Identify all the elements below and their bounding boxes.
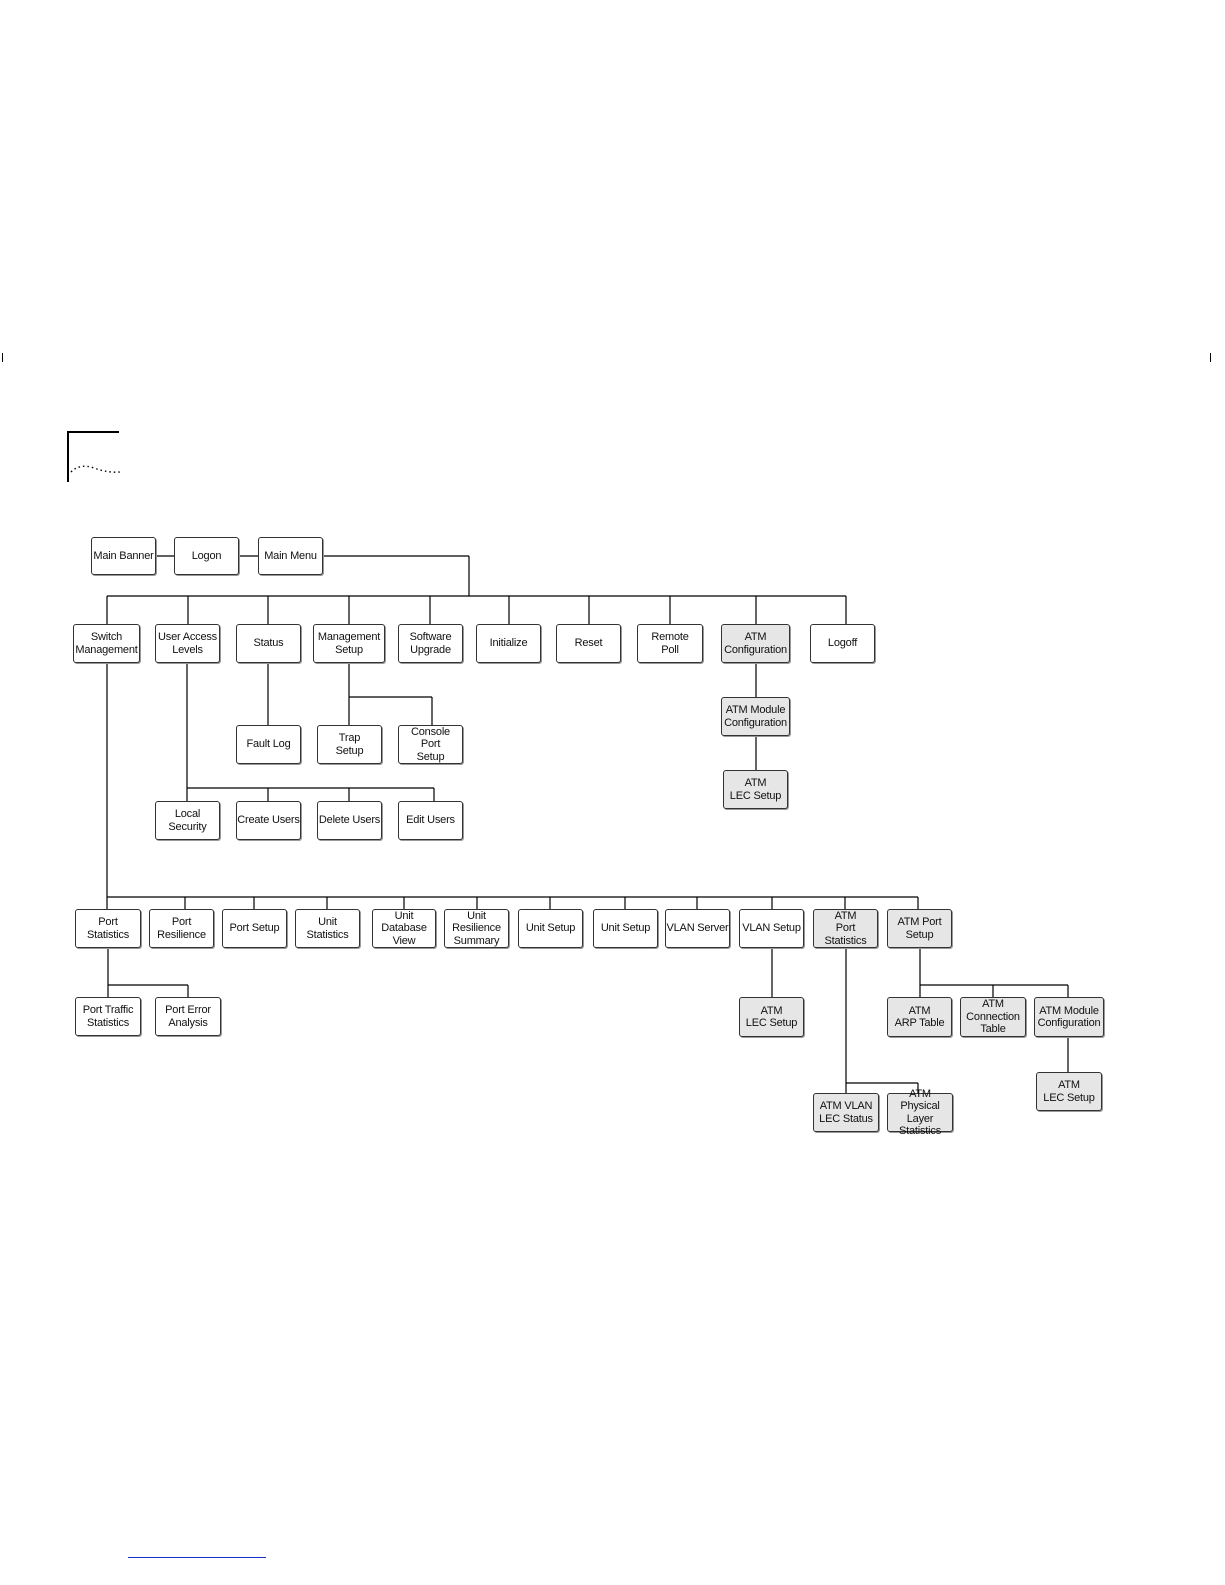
node-unit-statistics[interactable]: Unit Statistics — [295, 909, 360, 948]
node-edit-users[interactable]: Edit Users — [398, 801, 463, 840]
node-port-traffic-statistics[interactable]: Port Traffic Statistics — [75, 997, 141, 1036]
node-trap-setup[interactable]: Trap Setup — [317, 725, 382, 764]
node-atm-physical-layer-statistics[interactable]: ATM Physical Layer Statistics — [887, 1088, 953, 1137]
corner-bracket-horizontal — [67, 431, 119, 433]
node-logoff[interactable]: Logoff — [810, 624, 875, 663]
node-port-statistics[interactable]: Port Statistics — [75, 909, 141, 948]
node-delete-users[interactable]: Delete Users — [317, 801, 382, 840]
node-atm-module-configuration-port[interactable]: ATM Module Configuration — [1034, 997, 1104, 1037]
node-atm-connection-table[interactable]: ATM Connection Table — [960, 997, 1026, 1037]
node-software-upgrade[interactable]: Software Upgrade — [398, 624, 463, 663]
node-user-access-levels[interactable]: User Access Levels — [155, 624, 220, 663]
node-atm-port-setup[interactable]: ATM Port Setup — [887, 909, 952, 948]
node-reset[interactable]: Reset — [556, 624, 621, 663]
node-console-port-setup[interactable]: Console Port Setup — [398, 725, 463, 764]
node-atm-arp-table[interactable]: ATM ARP Table — [887, 997, 952, 1037]
node-atm-port-statistics[interactable]: ATM Port Statistics — [813, 909, 878, 948]
node-switch-management[interactable]: Switch Management — [73, 624, 140, 663]
crop-mark-right — [1210, 353, 1211, 362]
node-atm-vlan-lec-status[interactable]: ATM VLAN LEC Status — [813, 1093, 879, 1132]
node-vlan-server[interactable]: VLAN Server — [665, 909, 730, 948]
node-fault-log[interactable]: Fault Log — [236, 725, 301, 764]
node-atm-module-configuration[interactable]: ATM Module Configuration — [721, 697, 790, 736]
node-logon[interactable]: Logon — [174, 537, 239, 575]
node-port-setup[interactable]: Port Setup — [222, 909, 287, 948]
crop-mark-left — [2, 353, 3, 362]
node-atm-lec-setup-vlan[interactable]: ATM LEC Setup — [739, 997, 804, 1037]
node-main-banner[interactable]: Main Banner — [91, 537, 156, 575]
node-local-security[interactable]: Local Security — [155, 801, 220, 840]
node-port-error-analysis[interactable]: Port Error Analysis — [155, 997, 221, 1036]
node-unit-setup-1[interactable]: Unit Setup — [518, 909, 583, 948]
node-port-resilience[interactable]: Port Resilience — [149, 909, 214, 948]
node-create-users[interactable]: Create Users — [236, 801, 301, 840]
node-remote-poll[interactable]: Remote Poll — [637, 624, 703, 663]
node-atm-lec-setup[interactable]: ATM LEC Setup — [723, 770, 788, 809]
node-unit-resilience-summary[interactable]: Unit Resilience Summary — [444, 909, 509, 948]
node-atm-configuration[interactable]: ATM Configuration — [721, 624, 790, 663]
node-main-menu[interactable]: Main Menu — [258, 537, 323, 575]
dotted-curve-logo — [70, 465, 121, 473]
footer-link-underline[interactable] — [128, 1557, 266, 1558]
node-unit-setup-2[interactable]: Unit Setup — [593, 909, 658, 948]
node-status[interactable]: Status — [236, 624, 301, 663]
node-management-setup[interactable]: Management Setup — [313, 624, 385, 663]
corner-bracket-vertical — [67, 431, 69, 482]
node-unit-database-view[interactable]: Unit Database View — [372, 909, 436, 948]
node-atm-lec-setup-module[interactable]: ATM LEC Setup — [1036, 1072, 1102, 1111]
node-vlan-setup[interactable]: VLAN Setup — [739, 909, 804, 948]
node-initialize[interactable]: Initialize — [476, 624, 541, 663]
